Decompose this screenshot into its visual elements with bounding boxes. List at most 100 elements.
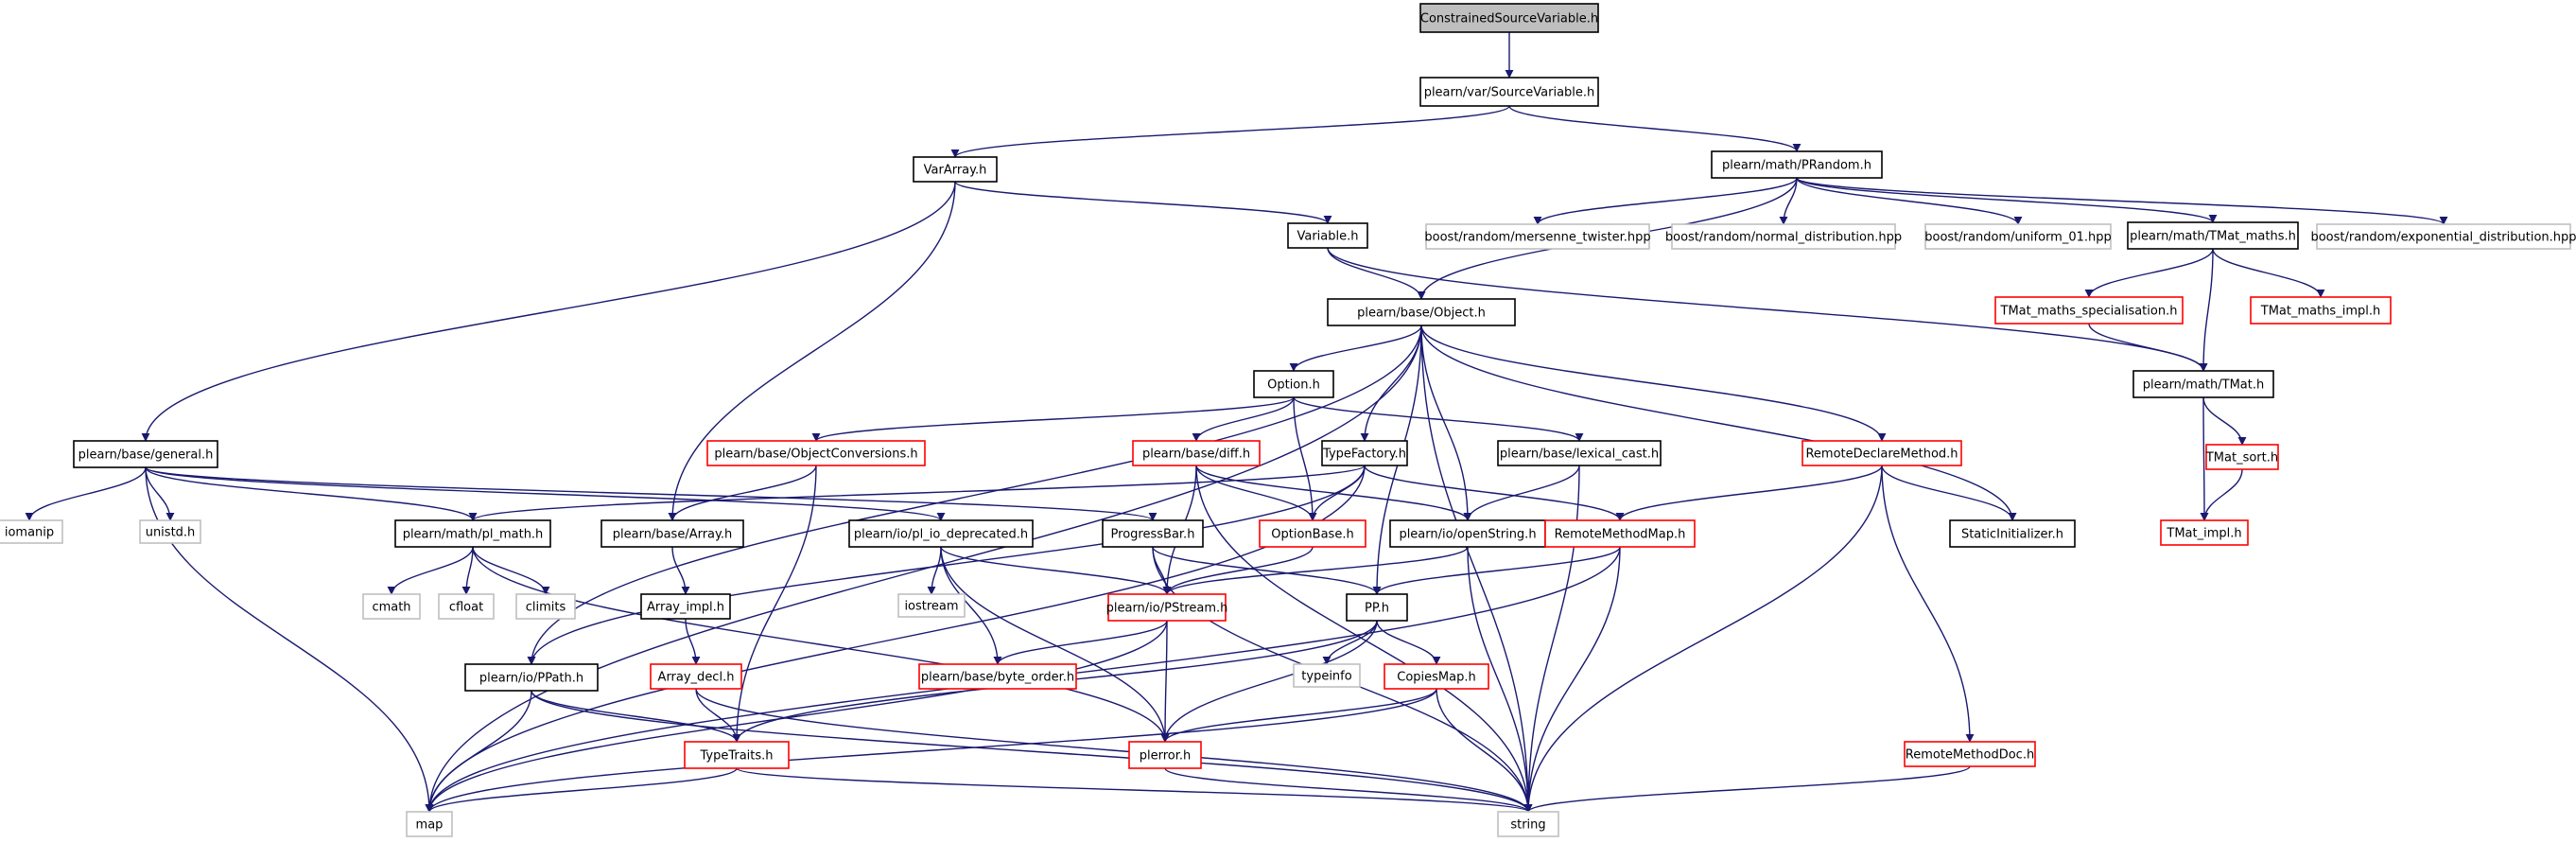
node-box <box>362 593 421 620</box>
node-label: plearn/base/Array.h <box>613 528 732 542</box>
node-pp-h[interactable]: PP.h <box>1346 593 1408 622</box>
node-plearn-io-openstring-h[interactable]: plearn/io/openString.h <box>1389 519 1546 548</box>
edge-n14-to-n15 <box>811 396 1295 442</box>
node-tmat-sort-h[interactable]: TMat_sort.h <box>2205 444 2279 470</box>
node-boost-random-normal-distribution-hpp[interactable]: boost/random/normal_distribution.hpp <box>1665 223 1902 250</box>
node-label: plearn/io/PStream.h <box>1106 602 1228 616</box>
node-cfloat[interactable]: cfloat <box>438 593 495 620</box>
node-typetraits-h[interactable]: TypeTraits.h <box>684 741 790 769</box>
node-box <box>1544 519 1696 548</box>
node-copiesmap-h[interactable]: CopiesMap.h <box>1384 663 1489 690</box>
node-plearn-base-array-h[interactable]: plearn/base/Array.h <box>600 519 744 548</box>
node-climits[interactable]: climits <box>515 593 576 620</box>
node-progressbar-h[interactable]: ProgressBar.h <box>1102 519 1204 548</box>
node-label: plearn/base/diff.h <box>1142 448 1250 462</box>
edge-n16-to-n30 <box>1195 465 1472 521</box>
node-label: Option.h <box>1267 378 1320 393</box>
edge-n22-to-n23 <box>25 466 147 521</box>
node-tmat-impl-h[interactable]: TMat_impl.h <box>2160 519 2249 546</box>
node-option-h[interactable]: Option.h <box>1253 370 1334 398</box>
edge-n45-to-n48 <box>425 767 738 813</box>
edge-n20-to-n21 <box>2200 468 2243 521</box>
node-plearn-math-tmat-h[interactable]: plearn/math/TMat.h <box>2132 370 2274 398</box>
node-plearn-io-pl-io-deprecated-h[interactable]: plearn/io/pl_io_deprecated.h <box>848 519 1034 548</box>
node-plearn-var-sourcevariable-h[interactable]: plearn/var/SourceVariable.h <box>1419 77 1599 107</box>
node-unistd-h[interactable]: unistd.h <box>139 519 201 544</box>
node-box <box>394 519 551 548</box>
node-label: climits <box>526 601 566 615</box>
node-typefactory-h[interactable]: TypeFactory.h <box>1321 440 1408 466</box>
node-label: TypeFactory.h <box>1322 448 1406 462</box>
node-remotemethoddoc-h[interactable]: RemoteMethodDoc.h <box>1904 741 2036 767</box>
node-plearn-base-lexical-cast-h[interactable]: plearn/base/lexical_cast.h <box>1497 440 1662 466</box>
node-staticinitializer-h[interactable]: StaticInitializer.h <box>1949 519 2076 548</box>
node-tmat-maths-impl-h[interactable]: TMat_maths_impl.h <box>2250 296 2392 325</box>
node-constrainedsourcevariable-h[interactable]: ConstrainedSourceVariable.h <box>1419 3 1599 33</box>
node-label: cfloat <box>449 601 483 615</box>
node-box <box>139 519 201 544</box>
node-map[interactable]: map <box>406 811 453 837</box>
node-box <box>1346 593 1408 622</box>
node-iomanip[interactable]: iomanip <box>0 519 63 544</box>
node-box <box>600 519 744 548</box>
node-boost-random-exponential-distribution-hpp[interactable]: boost/random/exponential_distribution.hp… <box>2310 223 2576 250</box>
node-box <box>0 519 63 544</box>
node-plearn-base-general-h[interactable]: plearn/base/general.h <box>73 440 218 468</box>
node-plearn-io-ppath-h[interactable]: plearn/io/PPath.h <box>464 663 599 692</box>
node-boost-random-mersenne-twister-hpp[interactable]: boost/random/mersenne_twister.hpp <box>1424 223 1651 250</box>
node-label: unistd.h <box>146 526 196 540</box>
edge-n10-to-n32 <box>1420 325 2017 521</box>
edge-n18-to-n49 <box>1523 465 1580 813</box>
node-vararray-h[interactable]: VarArray.h <box>913 156 998 183</box>
edge-n27-to-n46 <box>940 546 1170 743</box>
edges-layer <box>25 31 2448 813</box>
node-label: plearn/base/byte_order.h <box>921 671 1074 685</box>
node-plearn-base-object-h[interactable]: plearn/base/Object.h <box>1327 298 1516 326</box>
edge-n27-to-n38 <box>940 546 1172 595</box>
node-remotedeclaremethod-h[interactable]: RemoteDeclareMethod.h <box>1801 440 1962 466</box>
node-plearn-base-objectconversions-h[interactable]: plearn/base/ObjectConversions.h <box>706 440 926 466</box>
node-plearn-math-pl-math-h[interactable]: plearn/math/pl_math.h <box>394 519 551 548</box>
node-string[interactable]: string <box>1497 811 1559 837</box>
edge-n8-to-n12 <box>2212 248 2325 298</box>
node-plearn-math-tmat-maths-h[interactable]: plearn/math/TMat_maths.h <box>2127 221 2299 250</box>
node-plearn-base-byte-order-h[interactable]: plearn/base/byte_order.h <box>918 663 1077 690</box>
node-label: iomanip <box>5 526 54 540</box>
edge-n3-to-n8 <box>1796 177 2218 223</box>
node-iostream[interactable]: iostream <box>897 593 966 618</box>
node-plearn-math-prandom-h[interactable]: plearn/math/PRandom.h <box>1711 150 1883 179</box>
node-plearn-base-diff-h[interactable]: plearn/base/diff.h <box>1132 440 1261 466</box>
edge-n47-to-n49 <box>1523 765 1971 813</box>
node-box <box>897 593 966 618</box>
node-remotemethodmap-h[interactable]: RemoteMethodMap.h <box>1544 519 1696 548</box>
node-label: typeinfo <box>1301 670 1351 684</box>
edge-n4-to-n10 <box>1327 247 1426 300</box>
node-cmath[interactable]: cmath <box>362 593 421 620</box>
node-plearn-io-pstream-h[interactable]: plearn/io/PStream.h <box>1106 593 1228 622</box>
edge-n15-to-n45 <box>732 465 817 743</box>
edge-n44-to-n49 <box>1436 688 1533 813</box>
node-label: OptionBase.h <box>1271 528 1353 542</box>
node-label: boost/random/uniform_01.hpp <box>1924 231 2112 245</box>
node-tmat-maths-specialisation-h[interactable]: TMat_maths_specialisation.h <box>1994 296 2184 325</box>
node-plerror-h[interactable]: plerror.h <box>1128 741 1202 769</box>
node-label: PP.h <box>1365 602 1389 616</box>
node-label: plerror.h <box>1140 749 1192 764</box>
node-variable-h[interactable]: Variable.h <box>1287 222 1368 249</box>
node-label: boost/random/normal_distribution.hpp <box>1665 231 1902 245</box>
edge-n2-to-n22 <box>141 181 956 442</box>
edge-n8-to-n13 <box>2199 248 2214 372</box>
edge-n17-to-n29 <box>1308 465 1366 521</box>
node-label: RemoteMethodDoc.h <box>1906 748 2034 763</box>
node-label: cmath <box>372 601 410 615</box>
edge-n28-to-n38 <box>1152 546 1172 595</box>
node-box <box>1904 741 2036 767</box>
node-boost-random-uniform-01-hpp[interactable]: boost/random/uniform_01.hpp <box>1924 223 2112 250</box>
node-optionbase-h[interactable]: OptionBase.h <box>1259 519 1366 548</box>
edge-n27-to-n37 <box>927 546 942 595</box>
node-typeinfo[interactable]: typeinfo <box>1293 663 1361 688</box>
edge-n39-to-n46 <box>1160 620 1378 743</box>
node-array-decl-h[interactable]: Array_decl.h <box>650 663 742 690</box>
node-box <box>1425 223 1650 250</box>
node-array-impl-h[interactable]: Array_impl.h <box>640 593 731 620</box>
